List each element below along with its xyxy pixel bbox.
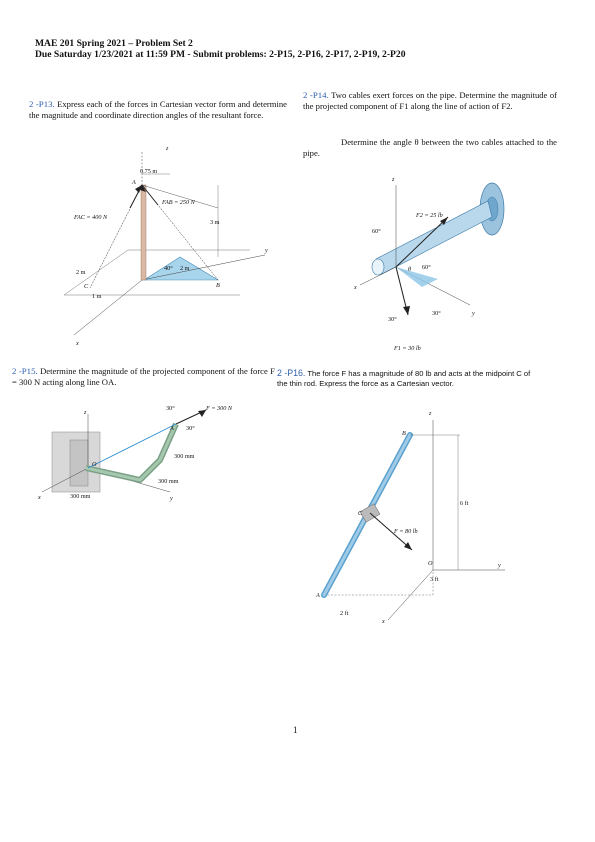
axis-z-label: z xyxy=(391,176,395,183)
problem-text: Two cables exert forces on the pipe. Det… xyxy=(303,90,558,111)
axis-y-label: y xyxy=(264,247,268,254)
angle-60-b: 60° xyxy=(422,264,431,271)
force-fac-label: FAC = 400 N xyxy=(73,214,108,221)
point-a-label: A xyxy=(131,179,136,186)
axis-y-label: y xyxy=(471,310,475,317)
problem-number: 2 -P14. xyxy=(303,90,329,100)
dim-3m: 3 m xyxy=(210,219,220,226)
dim-300mm-b: 300 mm xyxy=(158,478,179,485)
dim-300mm-a: 300 mm xyxy=(174,453,195,460)
problem-number: 2 -P16. xyxy=(277,368,306,378)
axis-z-label: z xyxy=(428,410,432,417)
point-c-label: C xyxy=(84,283,89,290)
figure-p14: z y x F2 = 25 lb 60° 60° θ 30° 30° F1 = … xyxy=(353,176,505,352)
force-f-label: F = 300 N xyxy=(205,405,233,412)
force-f2-label: F2 = 25 lb xyxy=(415,212,443,219)
angle-40: 40° xyxy=(164,265,173,272)
dim-6ft: 6 ft xyxy=(460,500,469,507)
problem-number: 2 -P13. xyxy=(29,99,55,109)
dim-3ft: 3 ft xyxy=(430,576,439,583)
angle-30-b: 30° xyxy=(432,310,441,317)
angle-30-a: 30° xyxy=(166,405,175,412)
page-subtitle: Due Saturday 1/23/2021 at 11:59 PM - Sub… xyxy=(35,49,406,60)
problem-2-p13: 2 -P13. Express each of the forces in Ca… xyxy=(29,99,287,121)
force-f-label: F = 80 lb xyxy=(393,528,418,535)
dim-2m-a: 2 m xyxy=(180,265,190,272)
problem-2-p15: 2 -P15. Determine the magnitude of the p… xyxy=(12,366,275,388)
axis-x-label: x xyxy=(75,340,79,347)
figure-p13: z y x 0.75 m A FAB = 250 N FAC = 400 N 3… xyxy=(63,145,268,347)
axis-x-label: x xyxy=(37,494,41,501)
point-o-label: O xyxy=(428,560,433,567)
page-number: 1 xyxy=(293,725,298,735)
problem-text: Express each of the forces in Cartesian … xyxy=(29,99,287,120)
axis-z-label: z xyxy=(83,409,87,416)
figure-p15: z y x 30° F = 300 N 30° A O 300 mm 300 m… xyxy=(37,405,233,502)
axis-x-label: x xyxy=(353,284,357,291)
axis-z-label: z xyxy=(165,145,169,152)
point-b-label: B xyxy=(216,282,220,289)
dim-300mm-c: 300 mm xyxy=(70,493,91,500)
point-o-label: O xyxy=(92,461,97,468)
axis-y-label: y xyxy=(169,495,173,502)
page-title: MAE 201 Spring 2021 – Problem Set 2 xyxy=(35,38,193,49)
force-f1-label: F1 = 30 lb xyxy=(393,345,421,352)
point-a-label: A xyxy=(169,425,174,432)
dim-2ft: 2 ft xyxy=(340,610,349,617)
point-c-label: C xyxy=(358,510,363,517)
problem-text: Determine the magnitude of the projected… xyxy=(12,366,275,387)
problem-2-p16: 2 -P16. The force F has a magnitude of 8… xyxy=(277,368,542,389)
force-fab-label: FAB = 250 N xyxy=(161,199,196,206)
problem-2-p14-part-b: Determine the angle θ between the two ca… xyxy=(303,137,557,158)
problem-number: 2 -P15. xyxy=(12,366,38,376)
point-b-label: B xyxy=(402,430,406,437)
dim-2m-b: 2 m xyxy=(76,269,86,276)
axis-x-label: x xyxy=(381,618,385,625)
figure-p16: z B C F = 80 lb 6 ft O 3 ft y A 2 ft x xyxy=(315,410,505,625)
problem-text: The force F has a magnitude of 80 lb and… xyxy=(277,369,531,388)
angle-30-a: 30° xyxy=(388,316,397,323)
problem-2-p14: 2 -P14. Two cables exert forces on the p… xyxy=(303,90,557,112)
angle-theta: θ xyxy=(408,266,411,273)
angle-60-a: 60° xyxy=(372,228,381,235)
angle-30-b: 30° xyxy=(186,425,195,432)
dim-075m: 0.75 m xyxy=(140,168,157,175)
axis-y-label: y xyxy=(497,562,501,569)
dim-1m: 1 m xyxy=(92,293,102,300)
point-a-label: A xyxy=(315,592,320,599)
